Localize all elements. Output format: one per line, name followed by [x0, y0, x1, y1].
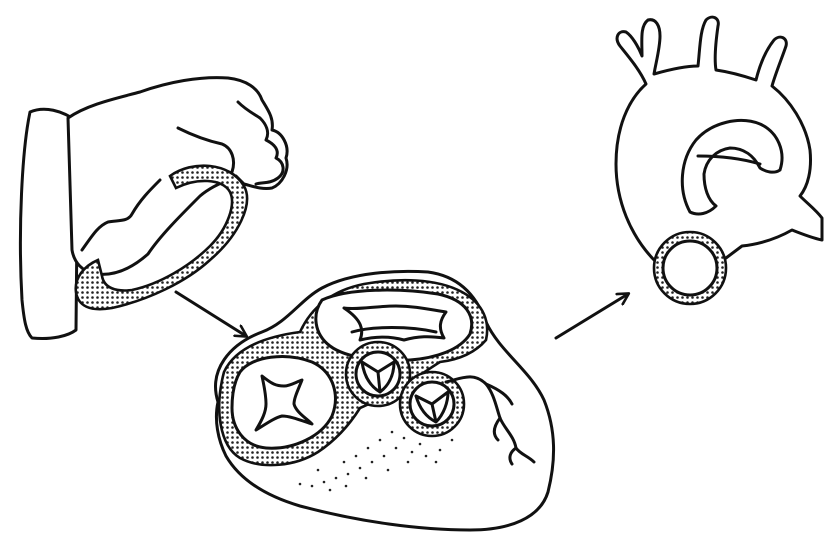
heart-base-view: [216, 271, 554, 530]
arrow-left: [176, 292, 246, 336]
aortic-root-lumen: [663, 241, 717, 295]
aortic-arch-view: [616, 17, 822, 304]
arrow-right: [556, 294, 628, 338]
atrium-view: [20, 78, 287, 339]
